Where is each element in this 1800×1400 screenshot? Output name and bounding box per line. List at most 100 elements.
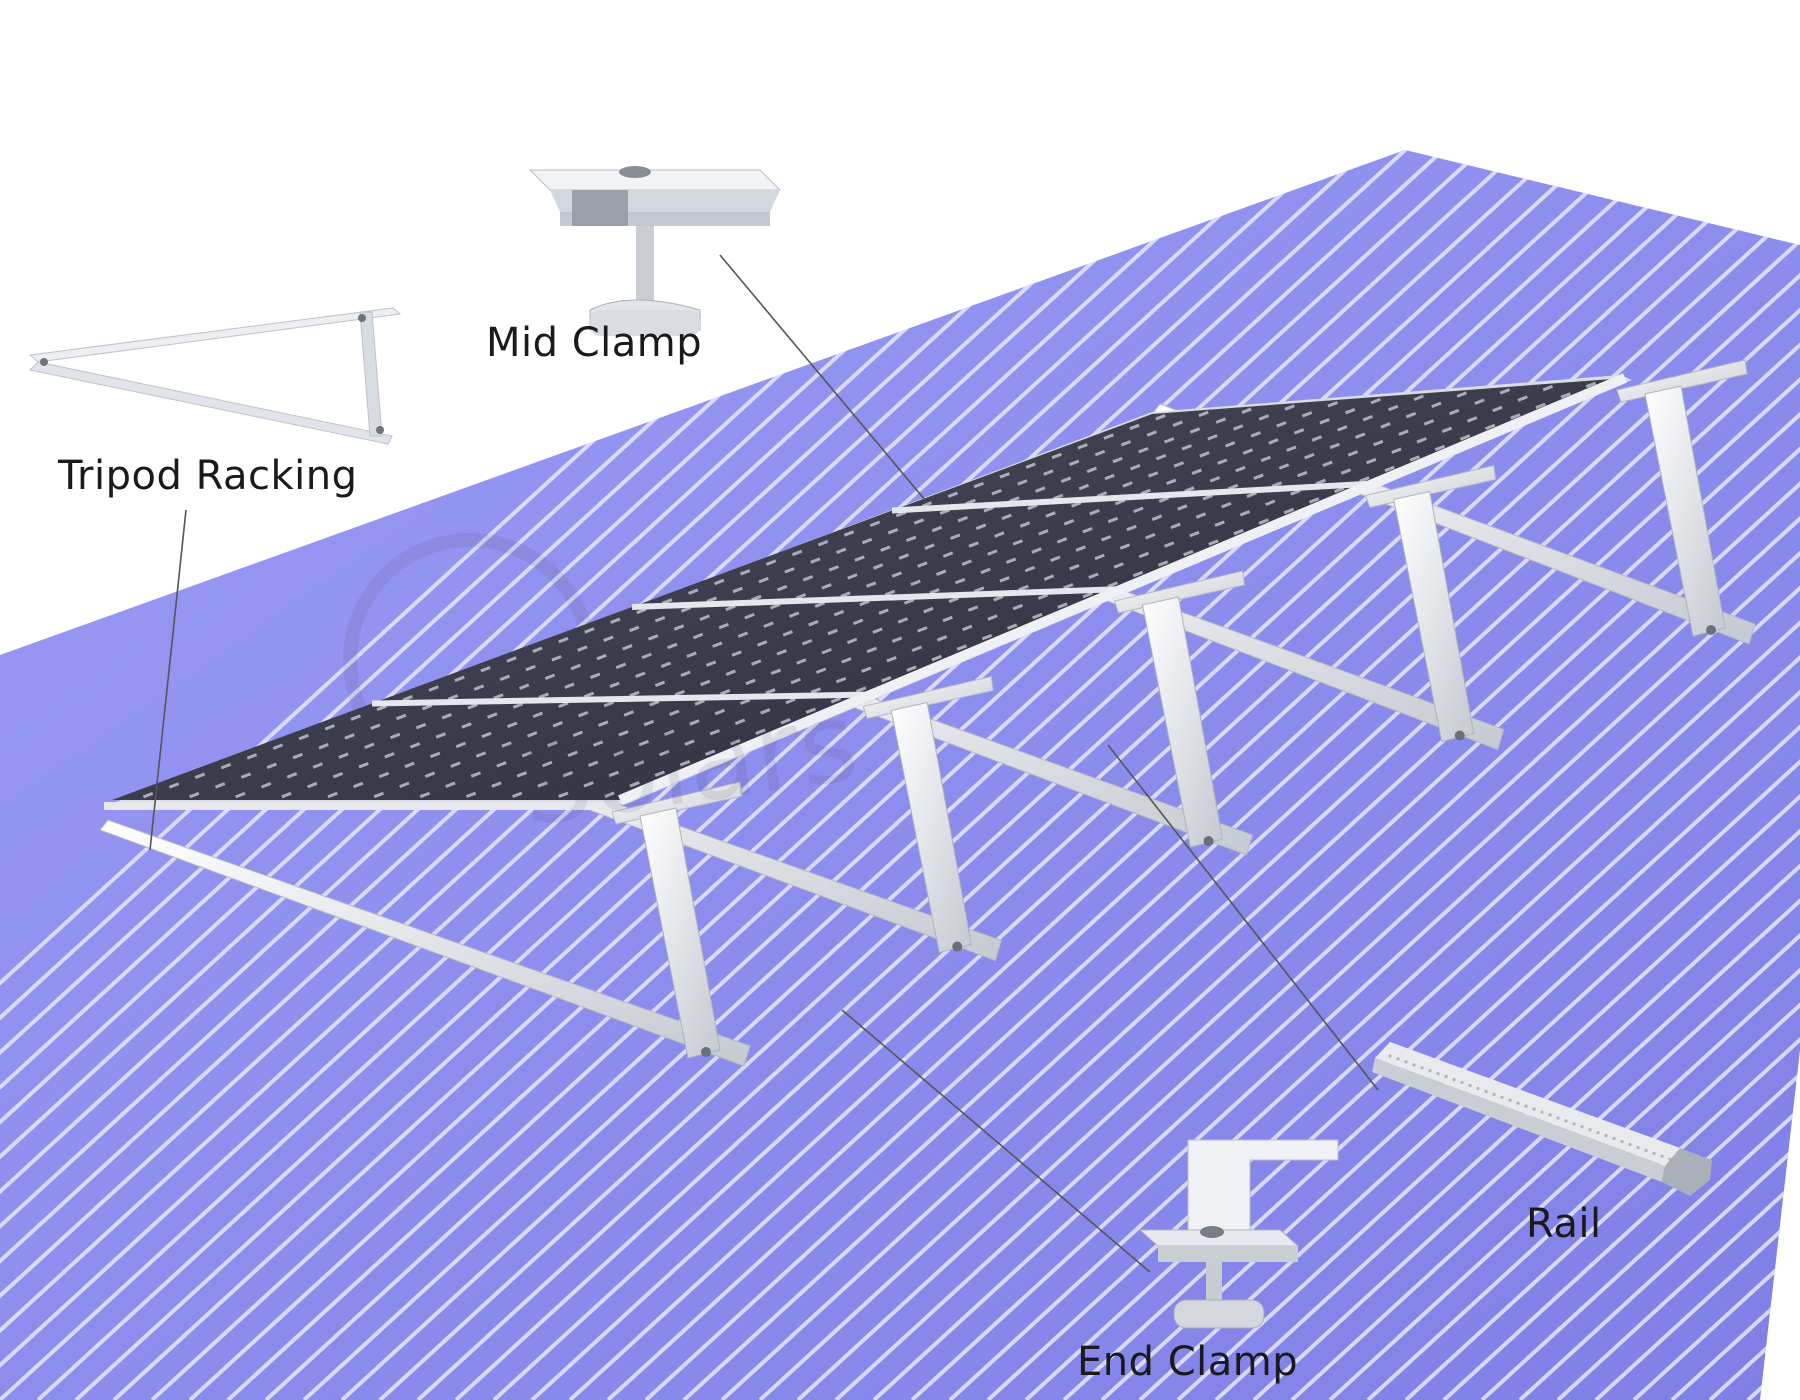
rail-texture-dot [1388,1054,1392,1058]
panel-cell [622,644,633,651]
rail-texture-dot [1668,1157,1672,1161]
panel-cell [389,732,401,740]
tripod-bolt [701,1047,711,1057]
panel-cell [865,581,877,588]
panel-cell [475,751,487,758]
panel-cell [1132,570,1144,578]
panel-cell [1241,407,1252,414]
panel-cell [1293,428,1305,435]
panel-cell [757,640,768,647]
panel-cell [891,571,902,578]
panel-cell [1045,511,1056,518]
panel-cell [358,762,369,769]
panel-cell [810,557,821,564]
panel-cell [725,669,736,676]
panel-cell [1060,476,1072,483]
panel-cell [1510,413,1521,420]
rail-texture-dot [1468,1083,1472,1088]
rail-texture-dot [1548,1113,1552,1117]
panel-cell [1034,486,1046,493]
panel-cell [948,596,959,604]
panel-cell [1264,499,1276,507]
panel-cell [419,791,431,799]
panel-cell [629,781,640,788]
panel-cell [1173,461,1185,468]
panel-cell [1189,427,1201,434]
panel-cell [396,713,407,721]
panel-cell [1001,513,1012,521]
panel-cell [796,658,807,665]
panel-cell [373,791,384,799]
panel-cell [608,770,620,778]
rail-texture-dot [1436,1072,1440,1076]
panel-cell [445,781,456,788]
panel-cell [1103,433,1114,440]
mid-clamp-divider [631,586,1123,610]
panel-cell [643,719,655,727]
leader-line-end-clamp [841,1009,1151,1273]
panel-cell [450,761,461,768]
panel-cell [558,636,569,644]
panel-cell [577,645,588,652]
panel-cell [1233,528,1244,536]
panel-cell [1271,481,1283,488]
panel-cell [473,684,485,691]
panel-cell [1089,508,1100,516]
panel-cell [1119,543,1131,550]
panel-cell [973,586,985,593]
panel-cell [872,627,883,634]
roof-stripe [1024,150,1800,1400]
panel-cell [518,683,530,690]
panel-cell [537,781,548,788]
panel-cell [596,653,607,661]
panel-cell [1120,440,1132,447]
panel-cell [1018,584,1029,592]
panel-cell [603,700,615,708]
panel-cell [872,563,884,570]
panel-cell [861,537,873,545]
tripod-top-rail [611,781,743,825]
rail-texture-dot [1628,1142,1632,1147]
panel-cell [623,710,634,717]
panel-cell [465,791,477,799]
panel-cell [967,605,979,612]
roof-stripe [682,150,1800,1400]
panel-cell [704,749,716,756]
panel-cell [1253,473,1264,480]
panel-cell [544,673,556,681]
mid-clamp-divider [371,691,872,707]
panel-cell [298,733,310,741]
panel-cell [821,647,832,655]
panel-cell [1286,445,1297,452]
roof-stripe [758,150,1800,1400]
panel-cell [782,630,793,637]
panel-cell [491,781,502,788]
mid-clamp-part [528,166,782,336]
panel-cell [991,488,1002,496]
panel-cell [993,595,1004,602]
panel-cell [770,668,782,675]
roof-stripe [872,150,1800,1400]
panel-cell [852,618,864,626]
panel-cell [538,692,549,699]
panel-cell [1151,514,1163,521]
panel-cell [1416,437,1427,444]
panel-cell [846,637,858,645]
roof-stripe [1100,150,1800,1400]
panel-cell [1301,411,1313,418]
panel-cell [827,628,838,636]
panel-cell [272,743,284,750]
panel-cell [1164,541,1175,548]
panel-cell [1413,394,1424,402]
panel-cell [936,635,948,642]
panel-cell [378,771,390,779]
tripod-leg [1141,596,1224,848]
panel-cell [567,750,578,758]
panel-cell [730,739,741,746]
panel-cell [1122,481,1133,488]
panel-cell [1311,435,1323,442]
rail-texture-dot [1644,1148,1648,1152]
panel-cell [855,686,867,693]
panel-cell [1145,532,1156,540]
